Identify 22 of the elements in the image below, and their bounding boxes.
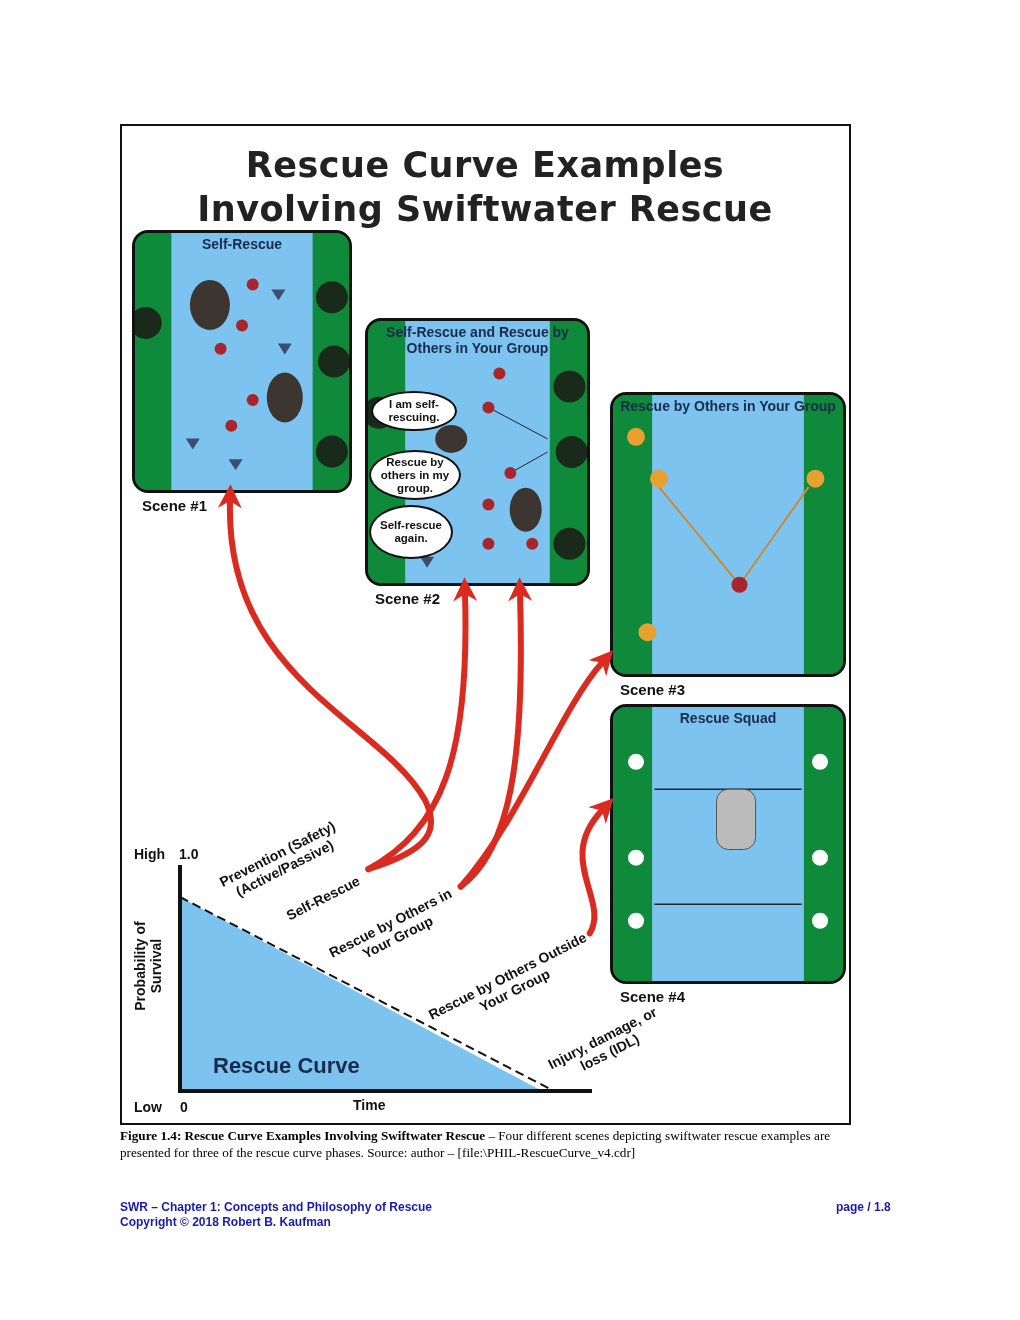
arrow: [457, 649, 613, 890]
text-label: Probability of Survival: [132, 921, 164, 1011]
text-label: SWR – Chapter 1: Concepts and Philosophy of Rescue: [120, 1200, 433, 1214]
text-label: page / 1.8: [836, 1200, 891, 1214]
text-label: High: [134, 846, 166, 862]
text-label: 1.0: [179, 846, 199, 862]
scene-caption: Scene #4: [620, 988, 686, 1005]
scene-title: Rescue Squad: [678, 709, 778, 726]
arrow: [365, 577, 478, 873]
scene-caption: Scene #1: [142, 497, 208, 514]
diagram-title: Rescue Curve Examples Involving Swiftwater Rescue: [196, 144, 774, 231]
arrow: [218, 484, 435, 873]
text-label: Time: [353, 1097, 386, 1113]
scene-caption: Scene #2: [375, 590, 441, 607]
text-label: Low: [134, 1099, 162, 1115]
scene-title: Self-Rescue: [200, 235, 284, 252]
text-label: 0: [180, 1099, 188, 1115]
text-label: Rescue Curve: [213, 1053, 360, 1079]
text-label: Copyright © 2018 Robert B. Kaufman: [120, 1215, 331, 1229]
arrow: [579, 797, 613, 937]
scene-caption: Scene #3: [620, 681, 686, 698]
figure-caption: Figure 1.4: Rescue Curve Examples Involving Swiftwater Rescue – Four different scenes depicting swiftwater rescue examples are presented for three of the rescue curve phases. Source: author – [file:\PHIL-RescueCurve_v4.cdr]: [120, 1127, 832, 1161]
